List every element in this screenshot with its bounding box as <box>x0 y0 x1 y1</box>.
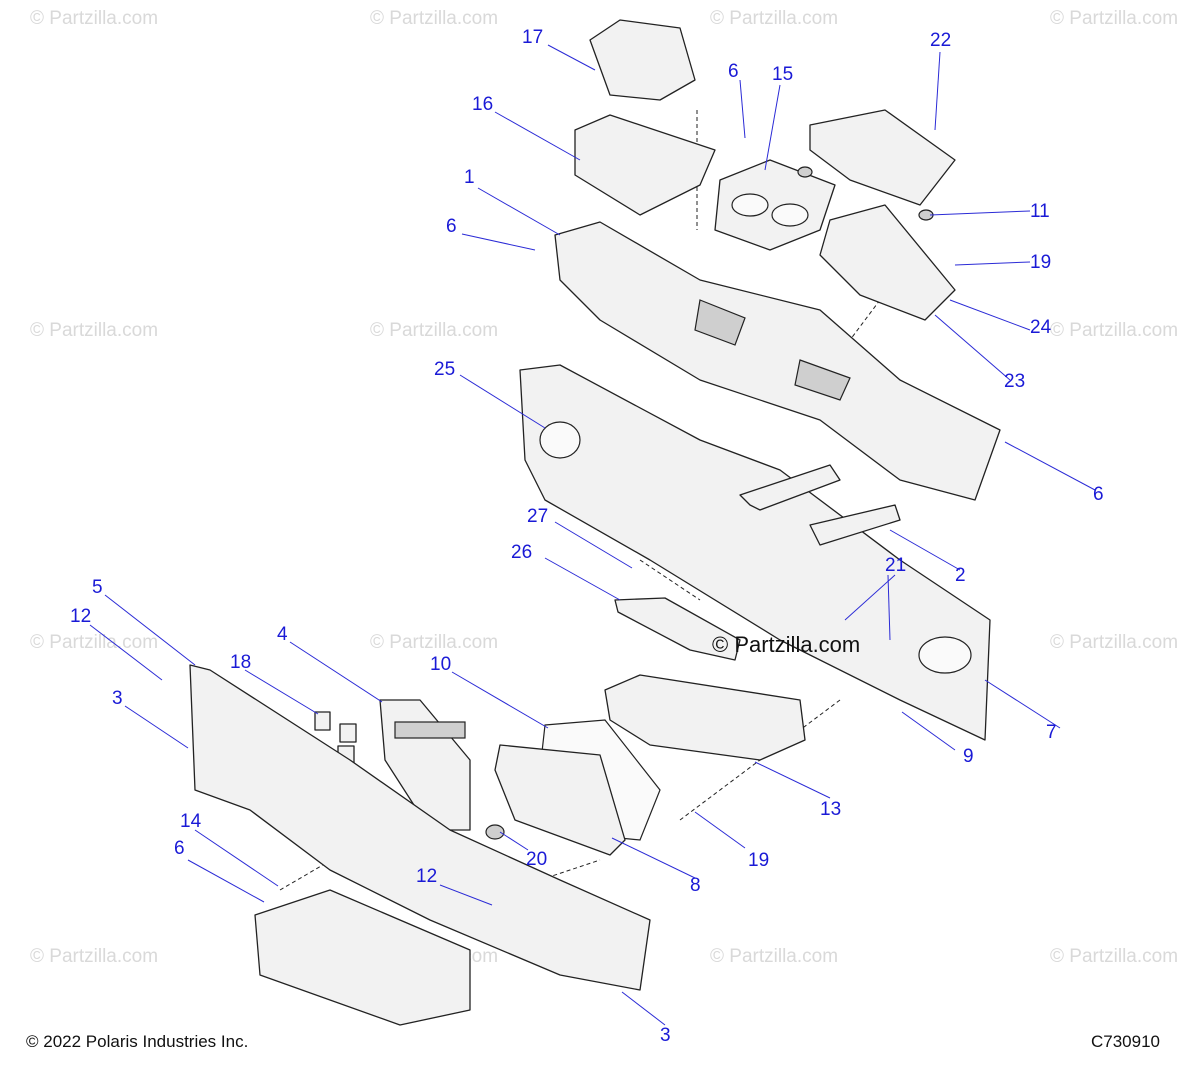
watermark: © Partzilla.com <box>370 320 498 341</box>
callout-7: 7 <box>1046 722 1057 743</box>
watermark: © Partzilla.com <box>710 8 838 29</box>
callout-26: 26 <box>511 542 532 563</box>
callout-12-left: 12 <box>70 606 91 627</box>
drawing-number: C730910 <box>1090 1032 1160 1051</box>
part-lower-dash-5 <box>189 664 651 991</box>
parts-layer <box>189 19 1001 1026</box>
callout-10: 10 <box>430 654 451 675</box>
callout-27: 27 <box>527 506 548 527</box>
callout-6-left: 6 <box>446 216 457 237</box>
part-gauge-bezel <box>574 114 716 216</box>
watermark: © Partzilla.com <box>30 946 158 967</box>
watermark: © Partzilla.com <box>30 632 158 653</box>
callout-3-bottom: 3 <box>660 1025 671 1046</box>
part-knob-20 <box>485 824 505 840</box>
callout-23: 23 <box>1004 371 1025 392</box>
part-upper-dash <box>554 221 1001 501</box>
callout-6-top: 6 <box>728 61 739 82</box>
callout-9: 9 <box>963 746 974 767</box>
callout-17: 17 <box>522 27 543 48</box>
callout-6-bottom: 6 <box>174 838 185 859</box>
callout-24: 24 <box>1030 317 1052 338</box>
part-storage-box-13 <box>604 674 806 761</box>
callout-5: 5 <box>92 577 103 598</box>
callout-6-right: 6 <box>1093 484 1104 505</box>
callout-labels: 17 6 15 22 16 1 11 6 19 24 23 25 6 27 2 … <box>70 27 1104 1046</box>
watermark: © Partzilla.com <box>370 632 498 653</box>
callout-14: 14 <box>180 811 202 832</box>
callout-12-bottom: 12 <box>416 866 437 887</box>
callout-1: 1 <box>464 167 475 188</box>
part-storage-bin <box>819 204 956 321</box>
part-trim-26 <box>614 597 741 661</box>
callout-3-left: 3 <box>112 688 123 709</box>
center-watermark: © Partzilla.com <box>712 632 860 657</box>
part-glovebox-door-8 <box>494 744 626 856</box>
leader-lines <box>89 44 1096 1026</box>
part-storage-lid <box>809 109 956 206</box>
watermark: © Partzilla.com <box>1050 946 1178 967</box>
part-clip-18b <box>339 723 357 743</box>
callout-22: 22 <box>930 30 951 51</box>
part-clip-18a <box>314 711 331 731</box>
callout-8: 8 <box>690 875 701 896</box>
callout-21: 21 <box>885 555 906 576</box>
part-bumper-top <box>797 166 813 178</box>
part-bracket-2b <box>809 504 901 546</box>
watermark: © Partzilla.com <box>370 8 498 29</box>
part-bracket-2 <box>739 464 841 511</box>
part-bottom-cover-14 <box>254 889 471 1026</box>
part-cupholder-insert <box>714 159 836 251</box>
callout-18: 18 <box>230 652 251 673</box>
callout-13: 13 <box>820 799 841 820</box>
callout-19-top: 19 <box>1030 252 1051 273</box>
copyright-notice: © 2022 Polaris Industries Inc. <box>26 1032 249 1051</box>
callout-4: 4 <box>277 624 288 645</box>
watermark: © Partzilla.com <box>1050 8 1178 29</box>
callout-2: 2 <box>955 565 966 586</box>
watermark: © Partzilla.com <box>1050 632 1178 653</box>
watermark: © Partzilla.com <box>30 8 158 29</box>
callout-20: 20 <box>526 849 547 870</box>
callout-16: 16 <box>472 94 493 115</box>
watermark: © Partzilla.com <box>710 946 838 967</box>
watermark: © Partzilla.com <box>1050 320 1178 341</box>
callout-25: 25 <box>434 359 455 380</box>
part-gauge-hood <box>589 19 696 101</box>
part-lower-dash-frame <box>519 364 991 741</box>
callout-19-bottom: 19 <box>748 850 769 871</box>
callout-15: 15 <box>772 64 793 85</box>
watermark: © Partzilla.com <box>30 320 158 341</box>
callout-11: 11 <box>1030 201 1050 222</box>
